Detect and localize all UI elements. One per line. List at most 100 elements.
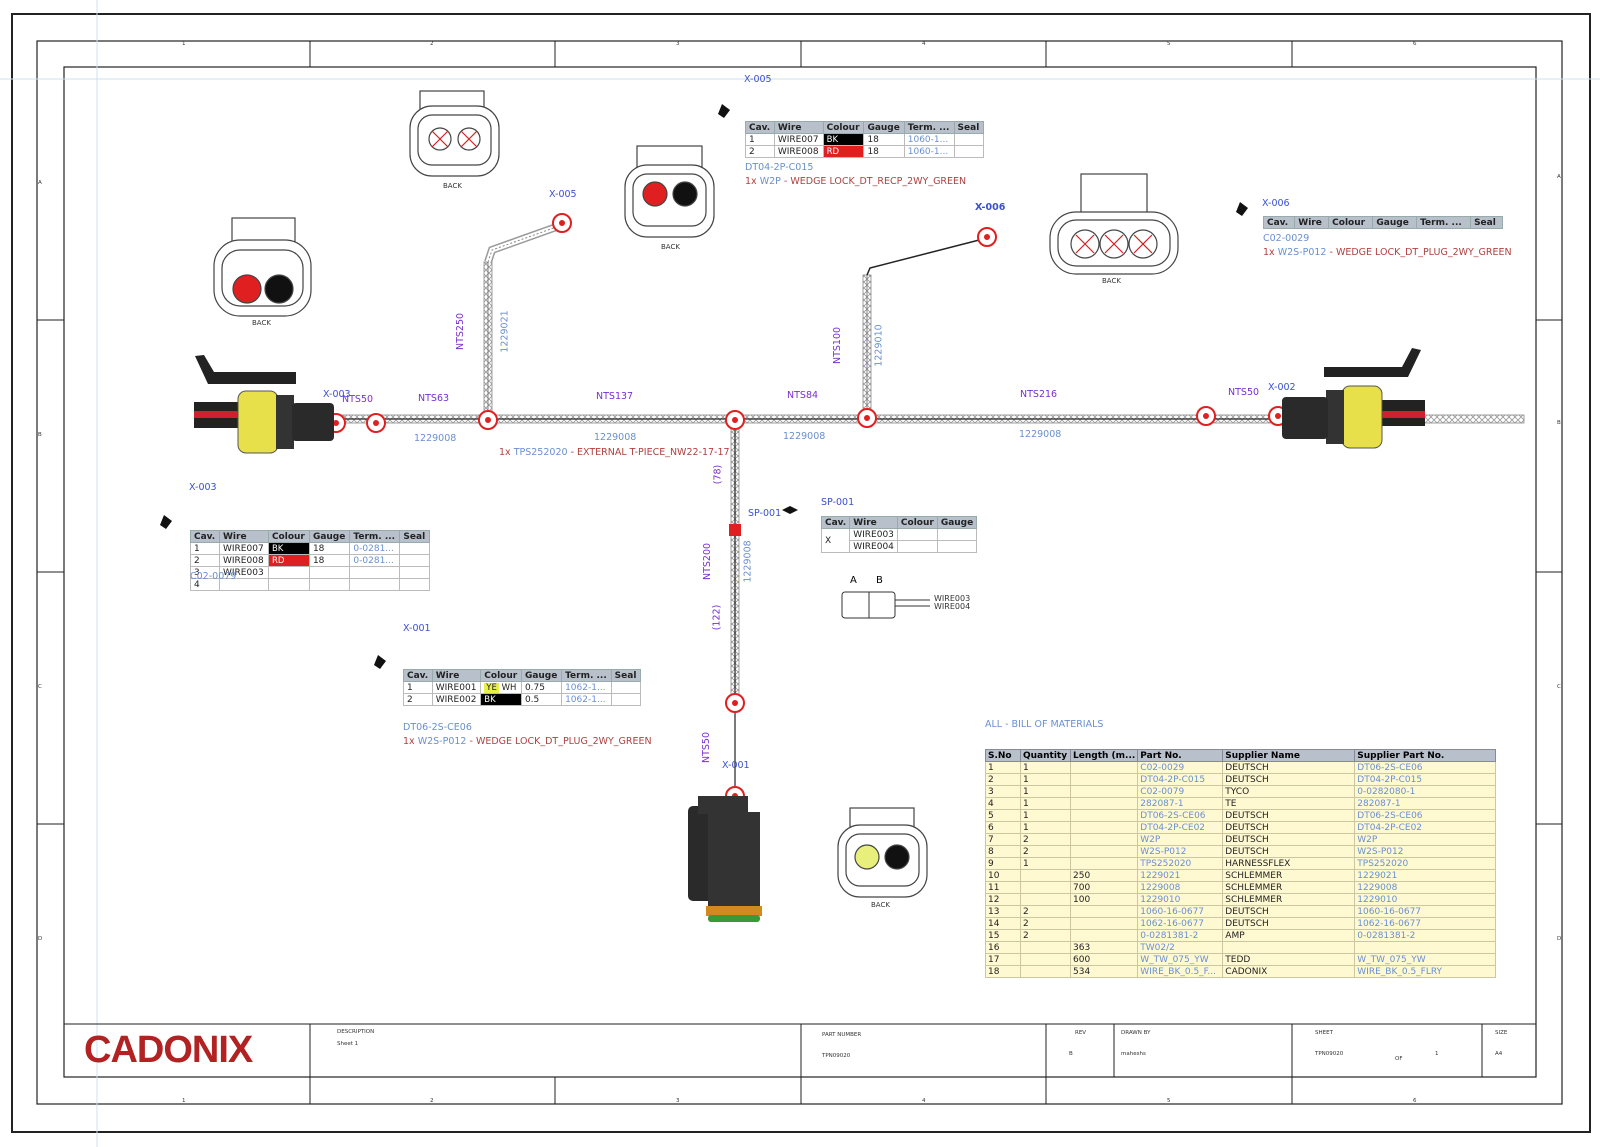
tpiece-part[interactable]: TPS252020 — [513, 447, 568, 458]
bom-cell[interactable] — [1354, 941, 1496, 954]
bom-cell[interactable]: 1062-16-0677 — [1354, 917, 1496, 930]
x006-part-number[interactable]: C02-0029 — [1263, 233, 1310, 244]
bom-cell[interactable]: DT06-2S-CE06 — [1354, 761, 1496, 774]
bundle-nts250[interactable]: NTS250 — [455, 312, 467, 351]
table-row[interactable]: 1 WIRE007 BK 18 1060-1... — [745, 133, 985, 146]
bom-cell[interactable]: 1229010 — [1354, 893, 1496, 906]
bom-cell[interactable]: 282087-1 — [1354, 797, 1496, 810]
bom-cell[interactable]: 1229008 — [1137, 881, 1224, 894]
tpiece-callout[interactable]: 1x TPS252020 - EXTERNAL T-PIECE_NW22-17-… — [499, 447, 730, 458]
bom-cell[interactable]: TPS252020 — [1354, 857, 1496, 870]
bom-cell[interactable]: DT04-2P-C015 — [1137, 773, 1224, 786]
bundle-nts84[interactable]: NTS84 — [787, 390, 819, 401]
table-row[interactable]: 1 WIRE007 BK 18 0-0281... — [190, 542, 430, 555]
bundle-nts50-left[interactable]: NTS50 — [342, 394, 374, 405]
table-row[interactable]: 2 WIRE008 RD 18 1060-1... — [745, 145, 985, 158]
bundle-nts50-bottom[interactable]: NTS50 — [701, 731, 713, 764]
label-x001-table[interactable]: X-001 — [403, 623, 431, 634]
table-row[interactable]: WIRE004 — [822, 540, 978, 553]
bom-cell[interactable]: TW02/2 — [1137, 941, 1224, 954]
cell-term[interactable]: 0-0281... — [349, 542, 401, 555]
bom-cell[interactable]: 1229021 — [1137, 869, 1224, 882]
x001-part-number[interactable]: DT06-2S-CE06 — [403, 722, 472, 733]
cell-term[interactable]: 1062-1... — [561, 681, 612, 694]
label-sp001-node[interactable]: SP-001 — [748, 508, 782, 519]
label-x003-table[interactable]: X-003 — [189, 482, 217, 493]
bom-cell[interactable]: WIRE_BK_0.5_FLRY — [1354, 965, 1496, 978]
cell-wire[interactable]: WIRE001 — [431, 681, 482, 694]
bom-cell[interactable]: 1229010 — [1137, 893, 1224, 906]
bom-cell[interactable]: DT06-2S-CE06 — [1137, 809, 1224, 822]
bundle-nts63[interactable]: NTS63 — [418, 393, 450, 404]
label-x002-node[interactable]: X-002 — [1268, 382, 1296, 393]
x005-acc-part[interactable]: W2P — [759, 176, 781, 187]
part-1229010[interactable]: 1229010 — [873, 324, 885, 367]
part-1229008-d[interactable]: 1229008 — [1019, 429, 1062, 440]
label-x001-node[interactable]: X-001 — [722, 760, 750, 771]
part-1229008-c[interactable]: 1229008 — [783, 431, 826, 442]
label-x005-top[interactable]: X-005 — [744, 74, 772, 85]
part-1229021[interactable]: 1229021 — [499, 310, 511, 353]
cell-term[interactable]: 1060-1... — [903, 145, 955, 158]
bom-cell[interactable]: W2P — [1137, 833, 1224, 846]
label-x006-table[interactable]: X-006 — [1262, 198, 1290, 209]
bom-cell[interactable]: 1060-16-0677 — [1137, 905, 1224, 918]
bom-cell[interactable]: 0-0281381-2 — [1354, 929, 1496, 942]
length-122[interactable]: (122) — [711, 604, 723, 631]
bom-cell[interactable]: C02-0029 — [1137, 761, 1224, 774]
cell-wire[interactable]: WIRE007 — [219, 542, 269, 555]
part-1229008-b[interactable]: 1229008 — [594, 432, 637, 443]
part-1229008-a[interactable]: 1229008 — [414, 433, 457, 444]
cell-wire[interactable]: WIRE007 — [773, 133, 824, 146]
cell-term[interactable]: 1062-1... — [561, 693, 612, 706]
bom-cell[interactable]: DT04-2P-C015 — [1354, 773, 1496, 786]
cell-wire[interactable]: WIRE004 — [849, 540, 898, 553]
cell-wire[interactable]: WIRE008 — [219, 554, 269, 567]
x001-acc-part[interactable]: W2S-P012 — [417, 736, 467, 747]
x006-accessory[interactable]: 1x W2S-P012 - WEDGE LOCK_DT_PLUG_2WY_GRE… — [1263, 247, 1512, 258]
cell-term[interactable]: 0-0281... — [349, 554, 401, 567]
label-x006-node[interactable]: X-006 — [975, 202, 1006, 213]
bom-cell[interactable]: DT06-2S-CE06 — [1354, 809, 1496, 822]
bundle-nts137[interactable]: NTS137 — [596, 391, 634, 402]
bom-cell[interactable]: 1229008 — [1354, 881, 1496, 894]
cell-wire[interactable]: WIRE003 — [849, 528, 898, 541]
cell-wire[interactable]: WIRE002 — [431, 693, 482, 706]
label-sp001-table[interactable]: SP-001 — [821, 497, 855, 508]
x001-accessory[interactable]: 1x W2S-P012 - WEDGE LOCK_DT_PLUG_2WY_GRE… — [403, 736, 652, 747]
bundle-nts50-right[interactable]: NTS50 — [1228, 387, 1260, 398]
label-x003-node[interactable]: X-003 — [323, 389, 351, 400]
x003-part-number[interactable]: C02-0079 — [190, 571, 237, 582]
table-row[interactable]: 3 WIRE003 — [190, 566, 430, 579]
length-78[interactable]: (78) — [712, 464, 724, 485]
bom-cell[interactable]: W2S-P012 — [1137, 845, 1224, 858]
bundle-nts200[interactable]: NTS200 — [702, 542, 714, 581]
table-row[interactable]: 1 WIRE001 YE WH 0.75 1062-1... — [403, 681, 642, 694]
bundle-nts216[interactable]: NTS216 — [1020, 389, 1058, 400]
bom-cell[interactable]: C02-0079 — [1137, 785, 1224, 798]
bom-cell[interactable]: W2S-P012 — [1354, 845, 1496, 858]
cell-term[interactable]: 1060-1... — [903, 133, 955, 146]
table-row[interactable]: 2 WIRE002 BK 0.5 1062-1... — [403, 693, 642, 706]
label-x005-node[interactable]: X-005 — [549, 189, 577, 200]
bom-cell[interactable]: 1229021 — [1354, 869, 1496, 882]
bom-cell[interactable]: W2P — [1354, 833, 1496, 846]
bom-cell[interactable]: DT04-2P-CE02 — [1354, 821, 1496, 834]
bom-cell[interactable]: 1060-16-0677 — [1354, 905, 1496, 918]
